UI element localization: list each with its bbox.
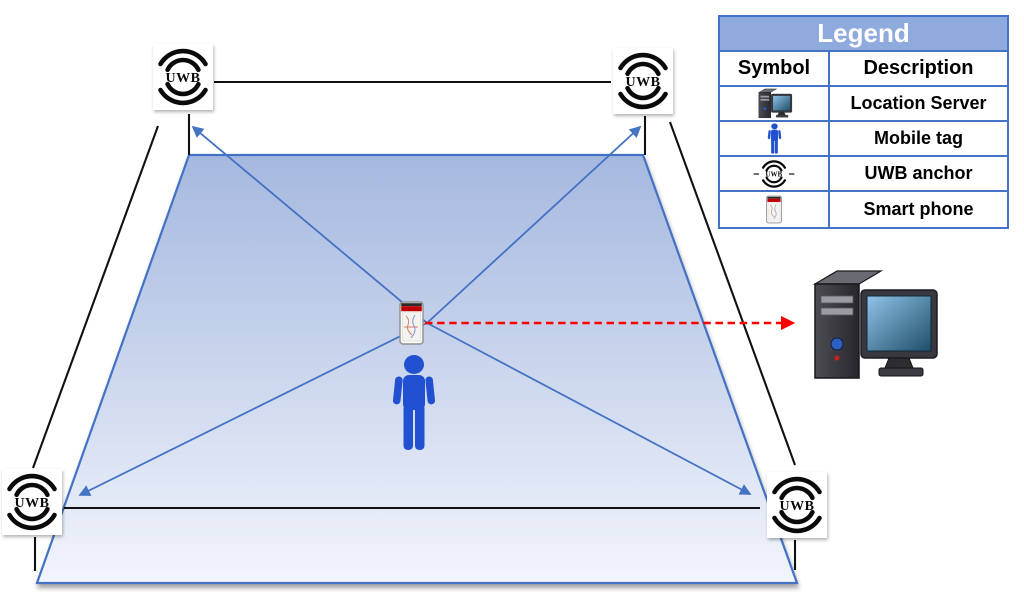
location-server-icon [812, 270, 938, 379]
uwb-anchor-top-left-icon: UWB [153, 44, 213, 110]
uwb-anchor-label: UWB [626, 75, 661, 90]
legend-symbol-location-server [720, 87, 830, 122]
ranging-arrow-bottom-left [78, 322, 428, 496]
uwb-anchor-label: UWB [166, 71, 201, 86]
ranging-arrow-bottom-right [426, 322, 752, 495]
legend-title: Legend [718, 15, 1009, 52]
legend-symbol-uwb-anchor: UWB [720, 157, 830, 192]
connector-left [32, 125, 159, 469]
legend-symbol-smart-phone [720, 192, 830, 227]
connector-right [669, 121, 796, 466]
smart-phone-icon [399, 301, 424, 345]
mobile-tag-person-icon [392, 355, 436, 450]
location-server-icon [758, 88, 793, 119]
ranging-arrows [78, 125, 752, 496]
legend-table: Symbol Description [718, 52, 1009, 229]
legend-desc-smart-phone: Smart phone [830, 192, 1007, 227]
legend-col-header-symbol: Symbol [720, 52, 830, 87]
uwb-anchor-label: UWB [15, 496, 50, 511]
uwb-anchor-label: UWB [780, 499, 815, 514]
legend-desc-uwb-anchor: UWB anchor [830, 157, 1007, 192]
legend-symbol-mobile-tag [720, 122, 830, 157]
legend-panel: Legend Symbol Description [718, 15, 1009, 229]
uwb-anchor-icon: UWB [753, 159, 795, 188]
legend-desc-mobile-tag: Mobile tag [830, 122, 1007, 157]
legend-col-header-description: Description [830, 52, 1007, 87]
uwb-anchor-bottom-left-icon: UWB [2, 469, 62, 535]
uwb-anchor-top-right-icon: UWB [613, 48, 673, 114]
ranging-arrow-top-left [191, 125, 428, 324]
mobile-tag-icon [767, 123, 781, 154]
ranging-arrow-top-right [426, 125, 642, 324]
smart-phone-icon [766, 195, 782, 224]
anchor-connector-lines [32, 80, 797, 571]
legend-desc-location-server: Location Server [830, 87, 1007, 122]
uwb-anchor-bottom-right-icon: UWB [767, 472, 827, 538]
uwb-anchor-label: UWB [766, 171, 783, 178]
